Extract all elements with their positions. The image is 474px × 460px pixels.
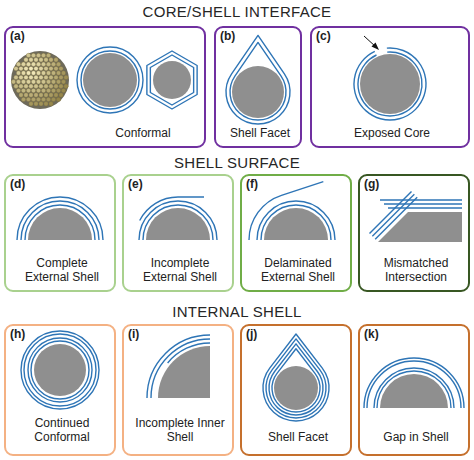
panel-box: (d) Complete External Shell xyxy=(4,174,116,292)
shell-line xyxy=(388,207,462,208)
atom-dots xyxy=(11,53,68,106)
core-particle xyxy=(360,54,420,114)
panel-caption: Gap in Shell xyxy=(366,430,466,444)
shell-line xyxy=(370,192,412,234)
panel-letter: (d) xyxy=(10,177,25,191)
atomistic-sphere xyxy=(11,51,69,109)
shell-line xyxy=(374,368,454,408)
panel-letter: (h) xyxy=(10,327,25,341)
shell-line xyxy=(272,349,320,412)
panel-letter: (b) xyxy=(220,29,235,43)
panel-letter: (g) xyxy=(364,177,379,191)
core-particle xyxy=(274,366,318,410)
panel-caption: Continued Conformal xyxy=(12,416,112,444)
core-particle xyxy=(232,66,284,118)
panel-caption: Shell Facet xyxy=(218,126,302,140)
shell-line xyxy=(17,197,103,240)
shell-line xyxy=(269,344,323,415)
panel-box: (c) Exposed Core xyxy=(310,26,470,148)
shell-line xyxy=(354,48,426,120)
pointer-arrowhead xyxy=(372,43,380,51)
core-particle xyxy=(153,61,191,99)
panel-caption: Complete External Shell xyxy=(17,256,107,284)
shell-line xyxy=(377,371,451,408)
panel-caption: Mismatched Intersection xyxy=(371,256,461,284)
core-particle xyxy=(34,344,86,396)
panel-caption: Shell Facet xyxy=(248,430,348,444)
shell-line xyxy=(31,341,89,399)
section-heading: INTERNAL SHELL xyxy=(0,303,474,321)
panel-box: (j) Shell Facet xyxy=(240,324,352,456)
shell-line xyxy=(21,331,99,409)
panel-box: (h) Continued Conformal xyxy=(4,324,116,456)
panel-letter: (f) xyxy=(246,177,258,191)
shell-line xyxy=(358,52,422,116)
panel-caption: Incomplete Inner Shell xyxy=(130,416,230,444)
shell-line xyxy=(147,335,210,398)
shell-line xyxy=(226,35,290,124)
panel-box: (k) Gap in Shell xyxy=(358,324,470,456)
shell-line xyxy=(24,334,96,406)
panel-caption: Exposed Core xyxy=(332,126,452,140)
section-heading: SHELL SURFACE xyxy=(0,154,474,172)
shell-line xyxy=(249,182,323,240)
core-particle xyxy=(378,212,462,242)
shell-line xyxy=(150,55,193,105)
shell-line xyxy=(384,203,462,204)
shell-line xyxy=(263,334,329,421)
panel-letter: (e) xyxy=(128,177,143,191)
shell-line xyxy=(266,339,326,418)
panel-box: (e) Incomplete External Shell xyxy=(122,174,234,292)
shell-line xyxy=(77,47,143,113)
panel-letter: (i) xyxy=(128,327,139,341)
shell-line xyxy=(380,199,462,200)
shell-line xyxy=(151,339,210,398)
shell-line xyxy=(364,358,464,408)
shell-line xyxy=(140,197,204,220)
panel-caption: Delaminated External Shell xyxy=(253,256,343,284)
panel-letter: (a) xyxy=(10,29,25,43)
panel-box: (f) Delaminated External Shell xyxy=(240,174,352,292)
shell-line xyxy=(367,361,461,408)
shell-line xyxy=(28,338,92,402)
panel-caption: Incomplete External Shell xyxy=(135,256,225,284)
shell-line xyxy=(147,51,197,109)
shell-line xyxy=(81,51,139,109)
panel-letter: (c) xyxy=(316,29,331,43)
panel-caption: Conformal xyxy=(88,126,198,140)
core-particle xyxy=(83,53,137,107)
panel-letter: (j) xyxy=(246,327,257,341)
panel-box: (g) Mismatched Intersection xyxy=(358,174,470,292)
panel-box: (a) Conformal xyxy=(4,26,206,148)
panel-letter: (k) xyxy=(364,327,379,341)
panel-box: (i) Incomplete Inner Shell xyxy=(122,324,234,456)
section-heading: CORE/SHELL INTERFACE xyxy=(0,3,474,21)
shell-line xyxy=(230,42,286,120)
shell-line xyxy=(257,201,335,240)
panel-box: (b) Shell Facet xyxy=(214,26,302,148)
